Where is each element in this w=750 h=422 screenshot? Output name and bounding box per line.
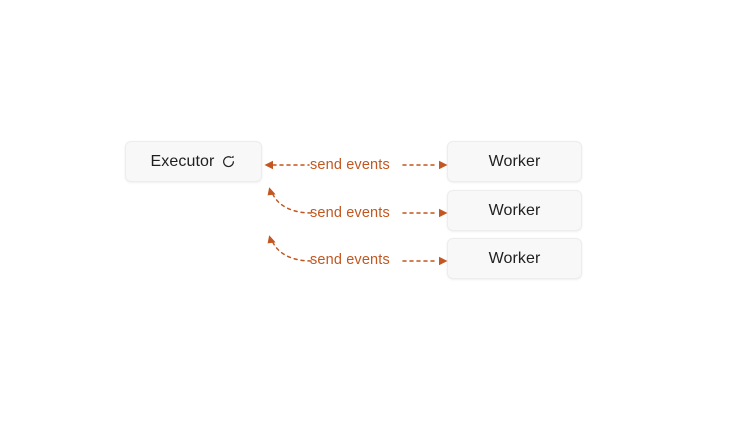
worker-node-1[interactable]: Worker [447, 141, 582, 182]
worker-node-2[interactable]: Worker [447, 190, 582, 231]
worker-node-label: Worker [488, 249, 541, 267]
arrowhead-curve-icon [267, 235, 276, 244]
executor-node[interactable]: Executor [125, 141, 262, 182]
edge-label-send-events-2: send events [310, 205, 390, 221]
executor-node-label: Executor [150, 152, 215, 170]
refresh-loop-icon [221, 154, 236, 169]
worker-node-label: Worker [488, 201, 541, 219]
arrowhead-curve-icon [267, 187, 276, 196]
edge-label-send-events-3: send events [310, 252, 390, 268]
worker-node-3[interactable]: Worker [447, 238, 582, 279]
edge-label-send-events-1: send events [310, 157, 390, 173]
worker-node-label: Worker [488, 152, 541, 170]
arrowhead-left-icon [264, 160, 273, 170]
